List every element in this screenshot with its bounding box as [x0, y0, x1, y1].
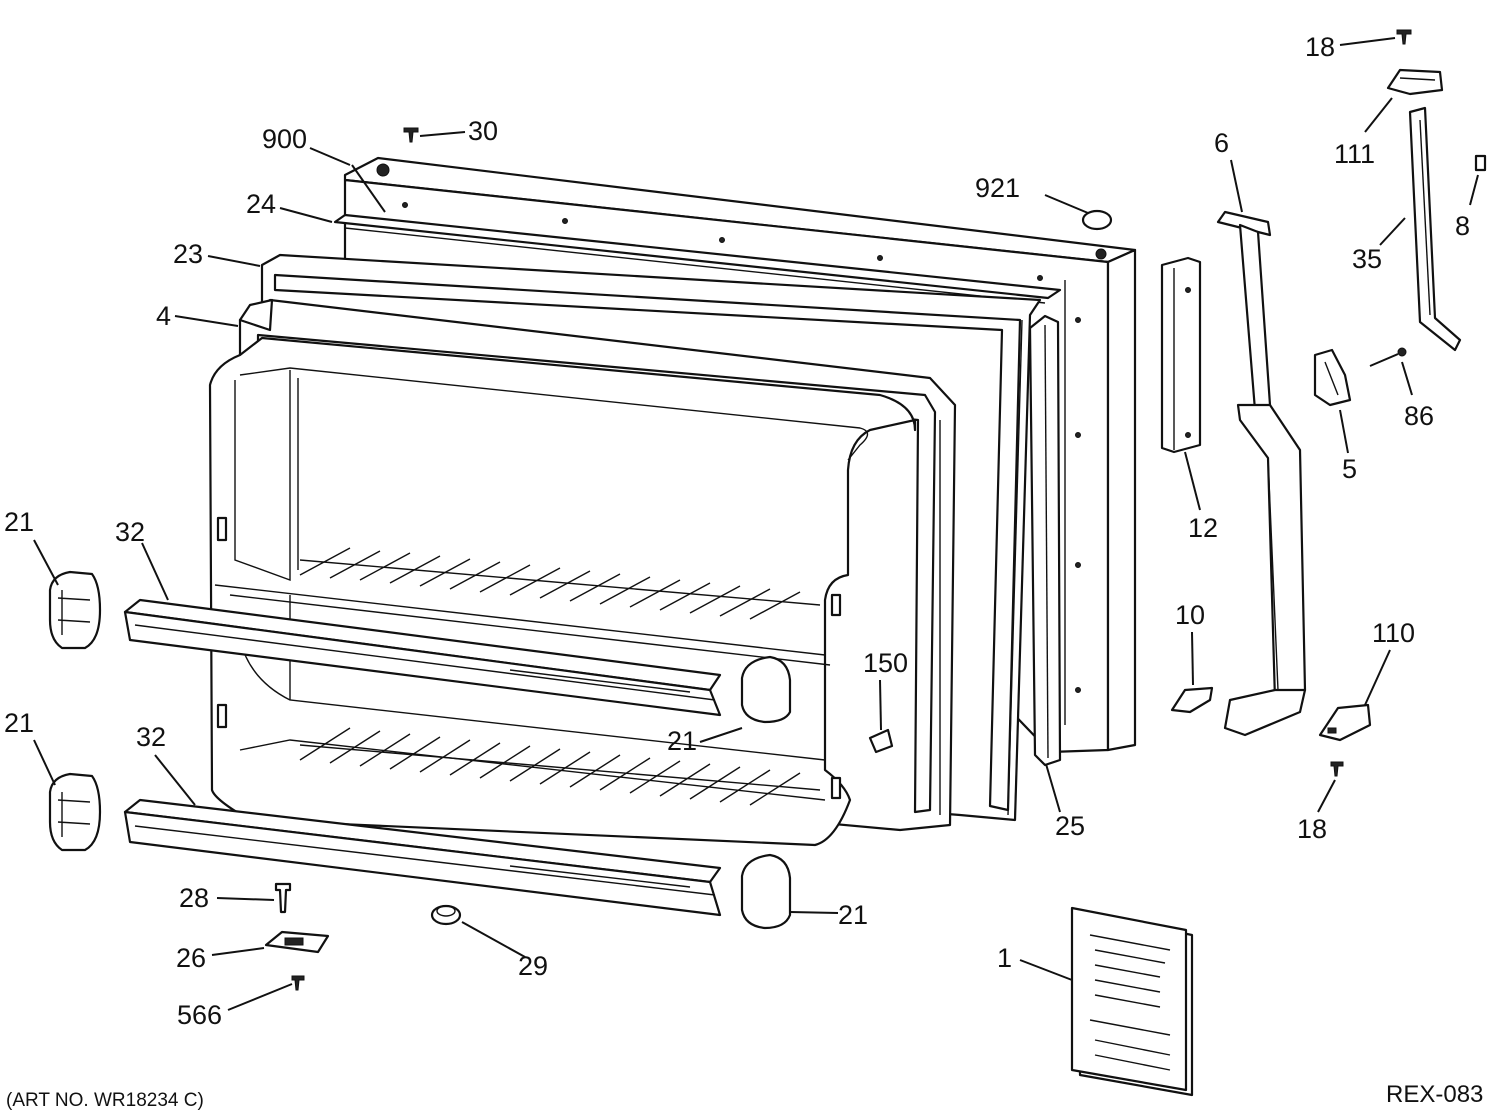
label-4: 4 — [156, 301, 171, 331]
label-6: 6 — [1214, 128, 1229, 158]
part-8 — [1474, 154, 1487, 172]
label-111: 111 — [1334, 139, 1375, 169]
channel-12 — [1160, 256, 1202, 454]
label-30: 30 — [468, 116, 498, 146]
label-32-upper: 32 — [115, 517, 145, 547]
inner-door-liner — [208, 336, 917, 847]
label-21-lower-left: 21 — [4, 708, 34, 738]
label-18-top: 18 — [1305, 32, 1335, 62]
label-28: 28 — [179, 883, 209, 913]
label-86: 86 — [1404, 401, 1434, 431]
plug-921 — [1081, 209, 1113, 231]
reference-code: REX-083 — [1386, 1081, 1483, 1108]
label-21-lower-right: 21 — [838, 900, 868, 930]
label-25: 25 — [1055, 811, 1085, 841]
label-566: 566 — [177, 1000, 222, 1030]
screw-30 — [403, 127, 419, 143]
label-24: 24 — [246, 189, 276, 219]
leader-lines — [33, 37, 1479, 1011]
screw-18-bottom — [1330, 761, 1344, 777]
label-21-upper-left: 21 — [4, 507, 34, 537]
label-21-upper-right: 21 — [667, 726, 697, 756]
button-29 — [430, 904, 462, 926]
shelf-end-cap-upper-left — [48, 570, 102, 650]
label-12: 12 — [1188, 513, 1218, 543]
plate-26 — [264, 930, 330, 954]
screw-86 — [1369, 347, 1407, 367]
label-150: 150 — [863, 648, 908, 678]
shelf-end-cap-lower-right — [740, 853, 792, 930]
label-1: 1 — [997, 943, 1012, 973]
bracket-110 — [1318, 703, 1372, 742]
screw-566 — [291, 975, 305, 991]
shelf-end-cap-upper-right — [740, 655, 792, 724]
screw-18-top — [1396, 29, 1412, 45]
shelf-end-cap-lower-left — [48, 772, 102, 852]
cap-150 — [868, 728, 894, 754]
label-8: 8 — [1455, 211, 1470, 241]
label-29: 29 — [518, 951, 548, 981]
shelf-bar-lower — [123, 798, 722, 917]
hinge-bar-35 — [1408, 106, 1462, 352]
art-number: (ART NO. WR18234 C) — [6, 1090, 204, 1111]
owner-manual-1 — [1070, 906, 1194, 1097]
screw-28 — [274, 882, 292, 914]
label-921: 921 — [975, 173, 1020, 203]
label-35: 35 — [1352, 244, 1382, 274]
hinge-5 — [1313, 348, 1352, 407]
label-32-lower: 32 — [136, 722, 166, 752]
label-26: 26 — [176, 943, 206, 973]
label-23: 23 — [173, 239, 203, 269]
label-10: 10 — [1175, 600, 1205, 630]
shelf-bar-upper — [123, 598, 722, 717]
vertical-seal — [1028, 314, 1062, 767]
bracket-10 — [1170, 686, 1214, 714]
label-5: 5 — [1342, 454, 1357, 484]
label-110: 110 — [1372, 618, 1415, 648]
callout-labels: 18 111 6 8 35 86 5 12 900 30 921 24 23 4… — [4, 32, 1470, 1030]
label-18-bottom: 18 — [1297, 814, 1327, 844]
hinge-arm-6 — [1216, 210, 1307, 737]
door-strip — [333, 213, 1062, 304]
label-900: 900 — [262, 124, 307, 154]
hinge-cap-111 — [1386, 68, 1444, 96]
